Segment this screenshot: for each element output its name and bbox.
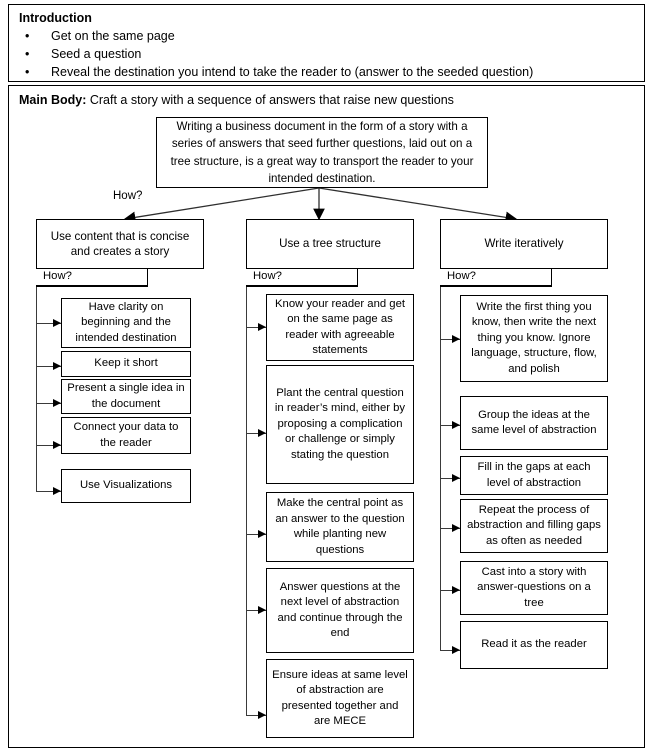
leaf-node: Present a single idea in the document	[61, 379, 191, 414]
column-2-arrow	[258, 530, 266, 538]
column-3-branch	[440, 650, 460, 652]
introduction-bullet: • Reveal the destination you intend to t…	[19, 63, 636, 81]
introduction-bullet: • Seed a question	[19, 45, 636, 63]
column-3-arrow	[452, 335, 460, 343]
column-1-branch	[36, 491, 61, 493]
column-3-branch	[440, 528, 460, 530]
leaf-node: Make the central point as an answer to t…	[266, 492, 414, 562]
column-2-branch	[246, 534, 266, 536]
column-1-trunk	[36, 287, 38, 492]
column-2-arrow	[258, 429, 266, 437]
leaf-node: Group the ideas at the same level of abs…	[460, 396, 608, 450]
leaf-node: Read it as the reader	[460, 621, 608, 669]
column-1-arrow	[53, 319, 61, 327]
branch-node-3: Write iteratively	[440, 219, 608, 269]
column-1-arrow	[53, 362, 61, 370]
branch-how-callout-2: How?	[246, 269, 358, 287]
leaf-node: Have clarity on beginning and the intend…	[61, 298, 191, 348]
column-3-arrow	[452, 421, 460, 429]
column-2-branch	[246, 327, 266, 329]
main-body-heading: Main Body: Craft a story with a sequence…	[19, 92, 454, 109]
bullet-icon: •	[25, 65, 30, 79]
column-2-branch	[246, 610, 266, 612]
branch-node-2: Use a tree structure	[246, 219, 414, 269]
column-1-arrow	[53, 487, 61, 495]
bullet-icon: •	[25, 47, 30, 61]
introduction-panel: Introduction • Get on the same page • Se…	[8, 4, 645, 82]
column-2-branch	[246, 433, 266, 435]
column-3-branch	[440, 425, 460, 427]
introduction-bullet-text: Seed a question	[51, 47, 142, 61]
introduction-title: Introduction	[19, 11, 92, 25]
branch-how-callout-3: How?	[440, 269, 552, 287]
column-3-branch	[440, 339, 460, 341]
column-1-branch	[36, 323, 61, 325]
column-1-branch	[36, 445, 61, 447]
introduction-bullet: • Get on the same page	[19, 27, 636, 45]
leaf-node: Keep it short	[61, 351, 191, 377]
main-body-panel: Main Body: Craft a story with a sequence…	[8, 85, 645, 748]
leaf-node: Answer questions at the next level of ab…	[266, 568, 414, 653]
leaf-node: Ensure ideas at same level of abstractio…	[266, 659, 414, 738]
column-3-arrow	[452, 524, 460, 532]
leaf-node: Repeat the process of abstraction and fi…	[460, 499, 608, 553]
column-3-trunk	[440, 287, 442, 651]
column-1-branch	[36, 366, 61, 368]
leaf-node: Know your reader and get on the same pag…	[266, 294, 414, 361]
branch-node-1: Use content that is concise and creates …	[36, 219, 204, 269]
leaf-node: Plant the central question in reader’s m…	[266, 365, 414, 484]
column-3-branch	[440, 478, 460, 480]
column-2-arrow	[258, 606, 266, 614]
main-body-heading-rest: Craft a story with a sequence of answers…	[86, 93, 454, 107]
leaf-node: Use Visualizations	[61, 469, 191, 503]
column-3-branch	[440, 590, 460, 592]
column-1-arrow	[53, 441, 61, 449]
column-2-trunk	[246, 287, 248, 716]
column-2-arrow	[258, 323, 266, 331]
leaf-node: Write the first thing you know, then wri…	[460, 295, 608, 382]
root-how-label: How?	[113, 190, 143, 202]
column-2-arrow	[258, 711, 266, 719]
column-1-branch	[36, 403, 61, 405]
column-3-arrow	[452, 646, 460, 654]
root-connectors	[123, 187, 518, 224]
leaf-node: Fill in the gaps at each level of abstra…	[460, 456, 608, 495]
column-2-branch	[246, 715, 266, 717]
branch-how-callout-1: How?	[36, 269, 148, 287]
introduction-bullet-text: Get on the same page	[51, 29, 175, 43]
leaf-node: Cast into a story with answer-questions …	[460, 561, 608, 615]
bullet-icon: •	[25, 29, 30, 43]
column-3-arrow	[452, 474, 460, 482]
root-node: Writing a business document in the form …	[156, 117, 488, 188]
column-3-arrow	[452, 586, 460, 594]
column-1-arrow	[53, 399, 61, 407]
main-body-label: Main Body:	[19, 93, 87, 107]
leaf-node: Connect your data to the reader	[61, 417, 191, 454]
introduction-bullet-text: Reveal the destination you intend to tak…	[51, 65, 534, 79]
